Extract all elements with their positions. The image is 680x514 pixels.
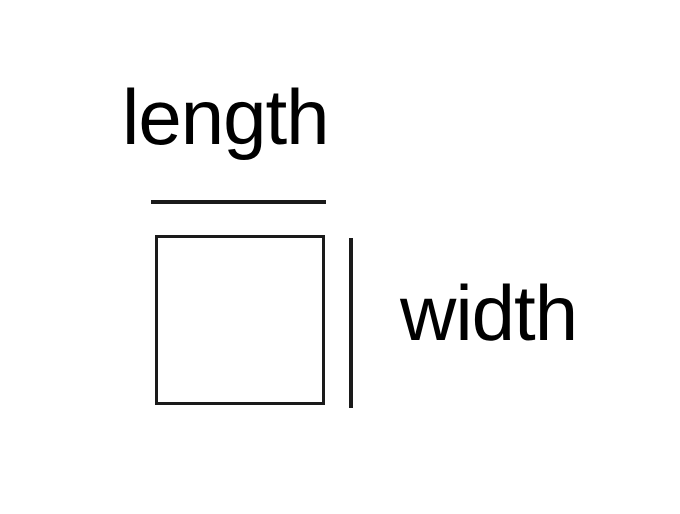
width-indicator-line [349,238,353,408]
length-label: length [122,73,330,161]
length-indicator-line [151,200,326,204]
width-label: width [400,269,578,357]
square-shape [155,235,325,405]
